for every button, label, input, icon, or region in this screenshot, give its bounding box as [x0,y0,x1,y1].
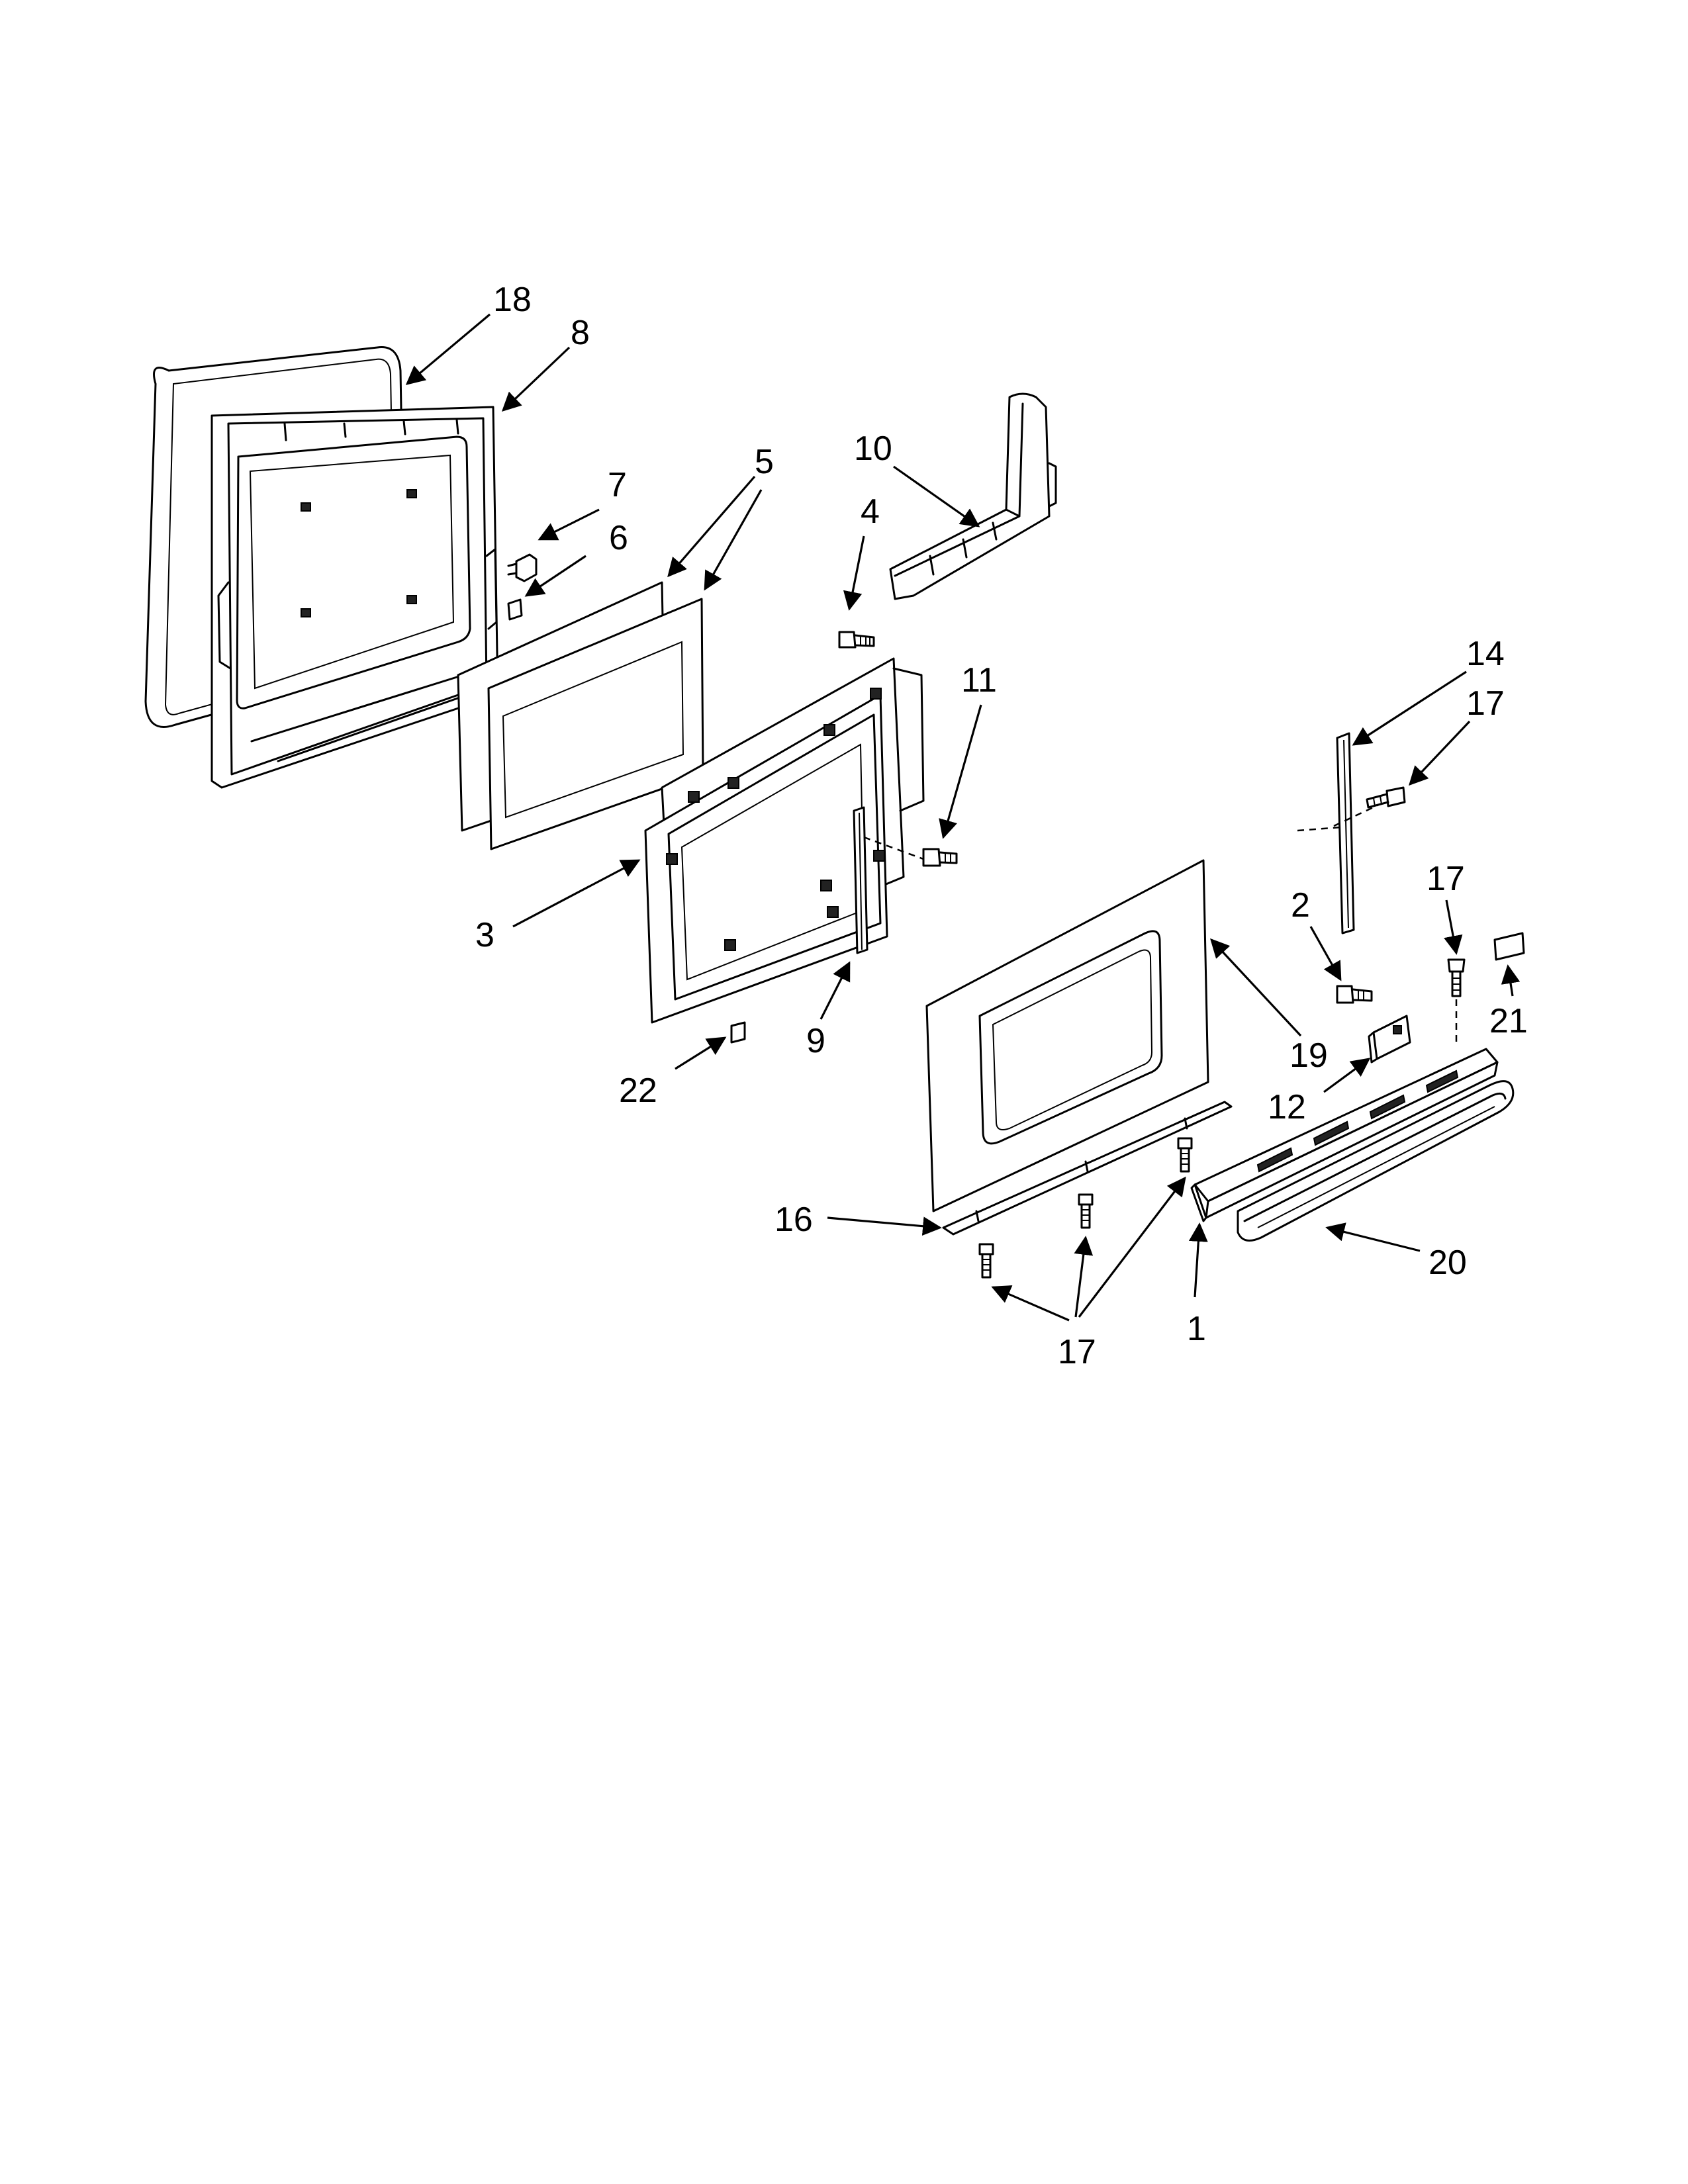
leader-22 [675,1036,727,1070]
callout-2: 2 [1291,886,1310,925]
leader-5b [704,489,763,591]
handle-mount-bar-part [1190,1048,1499,1222]
callout-17a: 17 [1466,684,1505,723]
leader-17a [1409,720,1471,786]
callout-21: 21 [1489,1002,1528,1040]
callout-8: 8 [571,314,590,352]
spacer-part [507,598,523,621]
callout-7: 7 [608,466,627,504]
leader-5a [667,475,756,578]
callout-1: 1 [1187,1310,1206,1348]
handle-bracket-part [1336,732,1355,934]
leader-12 [1323,1058,1371,1093]
alignment-line [1297,826,1341,832]
callout-18: 18 [493,281,532,319]
leader-3 [512,859,641,928]
callout-20: 20 [1429,1244,1467,1282]
screw-icon [1447,958,1466,997]
leader-10 [893,465,980,527]
screw-icon [1366,786,1406,809]
callout-6: 6 [609,519,628,557]
callout-4: 4 [861,492,880,531]
door-handle-part [1237,1080,1515,1242]
callout-10: 10 [854,430,892,468]
alignment-line [1333,803,1381,827]
leader-6 [524,555,586,597]
screw-icon [978,1243,994,1279]
leader-17c-2 [1074,1236,1094,1318]
leader-14 [1352,670,1467,746]
leader-17c-1 [991,1285,1070,1322]
leader-16 [827,1216,942,1236]
callout-16: 16 [774,1201,813,1239]
label-part [1493,932,1525,961]
alignment-line [863,836,924,860]
leader-8 [501,346,571,412]
callout-labels: 18 8 7 6 5 10 4 11 3 9 22 14 17 17 2 21 … [475,281,1528,1371]
hinge-receptacle-part [507,553,538,582]
outer-door-panel-part [925,859,1209,1212]
callout-12: 12 [1268,1088,1306,1126]
screw-icon [1078,1193,1094,1229]
door-liner-part [644,657,925,1024]
screw-icon [922,848,958,867]
callout-11: 11 [961,661,997,700]
leader-19 [1210,938,1302,1037]
callout-3: 3 [475,916,494,954]
leader-lines [405,313,1521,1322]
leader-9 [820,961,851,1020]
callout-17b: 17 [1427,860,1465,898]
leader-4 [843,535,865,611]
hinge-clip-part [1368,1015,1411,1064]
callout-17c: 17 [1058,1333,1096,1371]
callout-19: 19 [1289,1036,1328,1075]
screw-icon [1336,985,1373,1004]
leader-18 [405,313,491,385]
leader-17b [1444,899,1463,955]
leader-7 [538,508,600,541]
side-bracket-part [853,806,868,954]
callout-5: 5 [755,443,774,481]
bottom-trim-part [942,1101,1233,1236]
leader-1 [1188,1222,1208,1298]
vent-duct-part [889,392,1057,600]
leader-2 [1309,926,1342,981]
leader-17c-3 [1078,1176,1186,1318]
leader-21 [1501,964,1521,997]
label-part [730,1021,746,1044]
callout-22: 22 [619,1071,657,1110]
inner-door-frame-part [211,406,499,789]
leader-20 [1325,1222,1421,1252]
screw-icon [1177,1137,1193,1173]
callout-9: 9 [806,1022,825,1060]
screw-icon [838,631,875,649]
leader-11 [939,704,982,839]
callout-14: 14 [1466,635,1505,673]
